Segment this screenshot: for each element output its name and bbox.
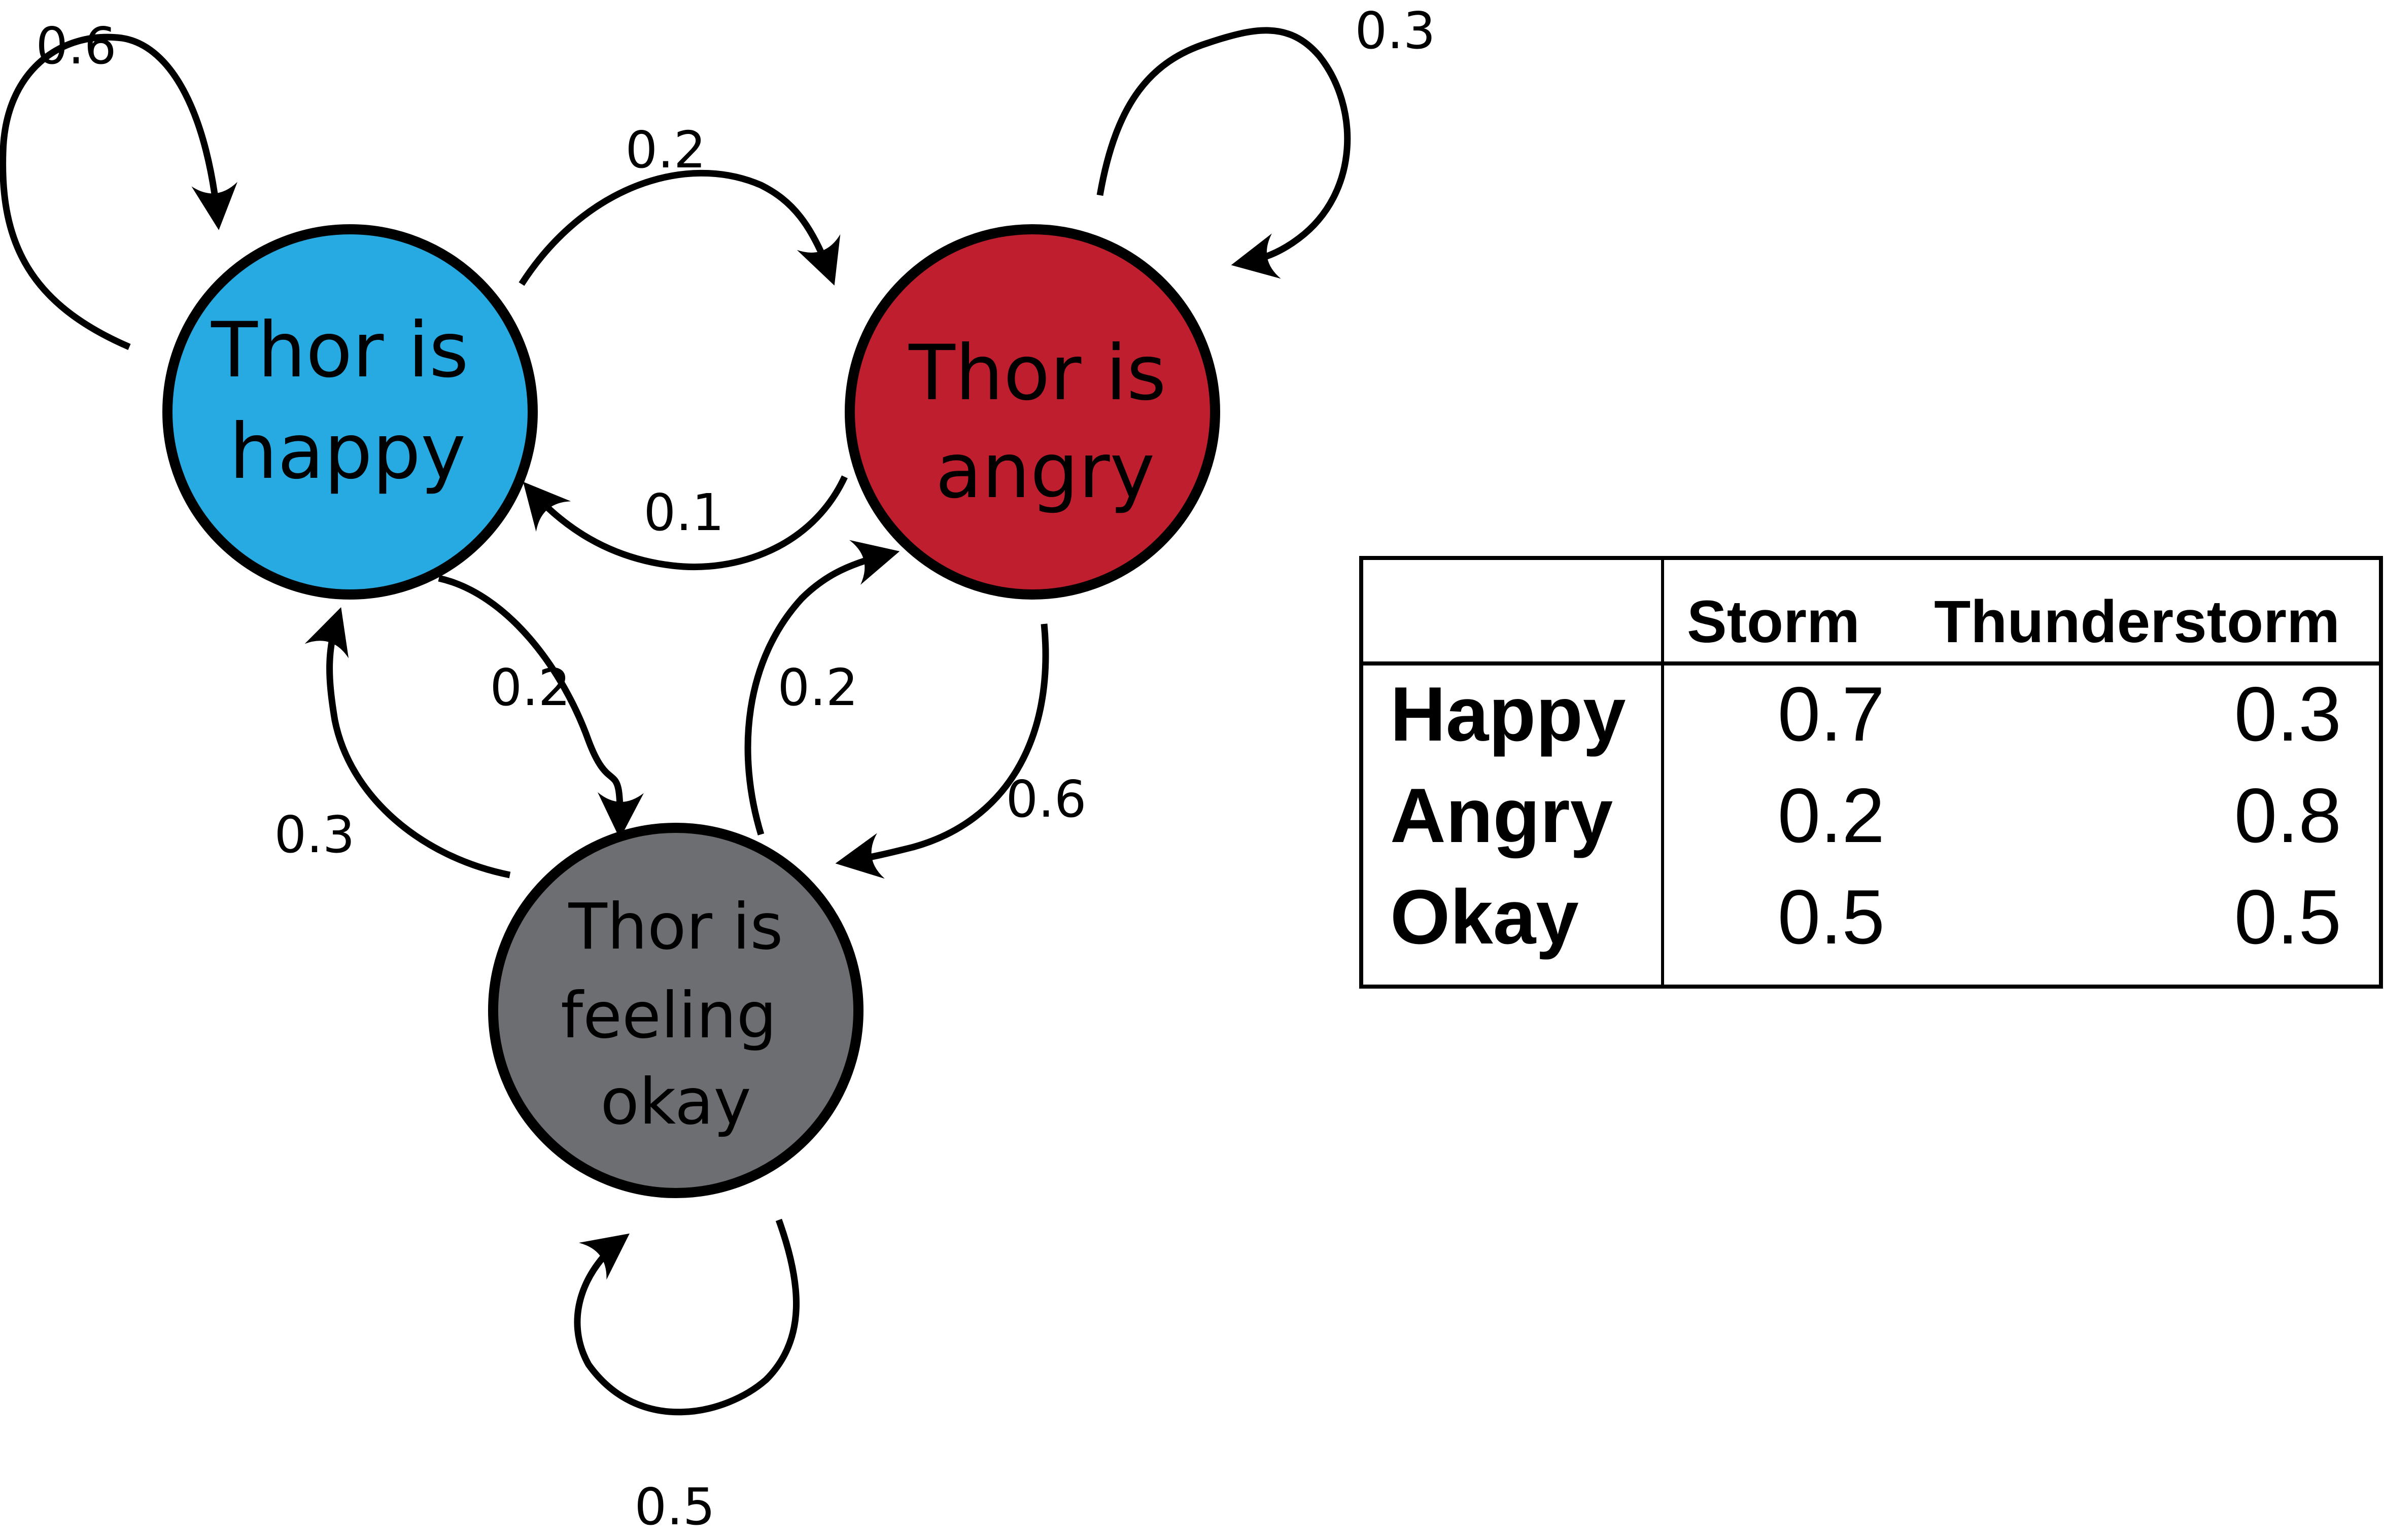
edge-happy-to-angry: 0.2 — [519, 120, 841, 286]
edge-angry-to-angry: 0.3 — [1096, 1, 1436, 279]
table-cell-storm: 0.2 — [1778, 773, 1885, 859]
edge-okay-to-happy: 0.3 — [274, 607, 511, 879]
node-happy: Thor is happy — [162, 224, 538, 600]
node-okay-line1: Thor is — [568, 890, 783, 964]
node-okay-circle — [488, 823, 863, 1198]
node-happy-circle — [162, 224, 538, 600]
edge-angry-to-happy: 0.1 — [523, 475, 848, 570]
edge-label-angry-happy: 0.1 — [643, 483, 724, 542]
table-cell-storm: 0.7 — [1778, 671, 1885, 757]
table-header-thunderstorm: Thunderstorm — [1934, 588, 2340, 655]
table-row: Happy 0.7 0.3 — [1390, 671, 2341, 757]
table-cell-storm: 0.5 — [1778, 874, 1885, 960]
node-happy-line1: Thor is — [211, 306, 469, 395]
table-header-storm: Storm — [1687, 588, 1860, 655]
node-angry-circle — [845, 224, 1220, 600]
table-row: Angry 0.2 0.8 — [1390, 773, 2341, 859]
node-angry-line2: angry — [936, 427, 1155, 515]
table-row-label: Happy — [1390, 671, 1626, 757]
edge-label-happy-happy: 0.6 — [36, 16, 116, 76]
table-row-label: Okay — [1390, 874, 1579, 960]
node-okay-line3: okay — [600, 1065, 751, 1139]
edge-label-okay-happy: 0.3 — [274, 805, 355, 864]
edge-happy-to-okay: 0.2 — [438, 575, 644, 839]
node-angry: Thor is angry — [845, 224, 1220, 600]
table-row-label: Angry — [1390, 773, 1613, 859]
node-okay: Thor is feeling okay — [488, 823, 863, 1198]
edge-angry-to-okay: 0.6 — [835, 623, 1087, 879]
emission-table: Storm Thunderstorm Happy 0.7 0.3 Angry 0… — [1359, 556, 2383, 989]
table-cell-thunderstorm: 0.8 — [2234, 773, 2341, 859]
edge-happy-to-happy: 0.6 — [0, 16, 237, 350]
edge-label-okay-okay: 0.5 — [634, 1477, 715, 1536]
edge-label-happy-angry: 0.2 — [625, 120, 706, 180]
node-okay-line2: feeling — [561, 979, 777, 1053]
table-border — [1359, 556, 2383, 989]
edge-label-okay-angry: 0.2 — [777, 658, 858, 717]
node-happy-line2: happy — [229, 408, 466, 496]
edge-okay-to-angry: 0.2 — [744, 540, 900, 835]
table-cell-thunderstorm: 0.5 — [2234, 874, 2341, 960]
edge-label-happy-okay: 0.2 — [490, 658, 570, 717]
edge-label-angry-okay: 0.6 — [1006, 769, 1086, 829]
node-angry-line1: Thor is — [908, 329, 1166, 417]
table-cell-thunderstorm: 0.3 — [2234, 671, 2341, 757]
edge-label-angry-angry: 0.3 — [1355, 1, 1435, 60]
edge-okay-to-okay: 0.5 — [574, 1218, 800, 1536]
table-row: Okay 0.5 0.5 — [1390, 874, 2341, 960]
